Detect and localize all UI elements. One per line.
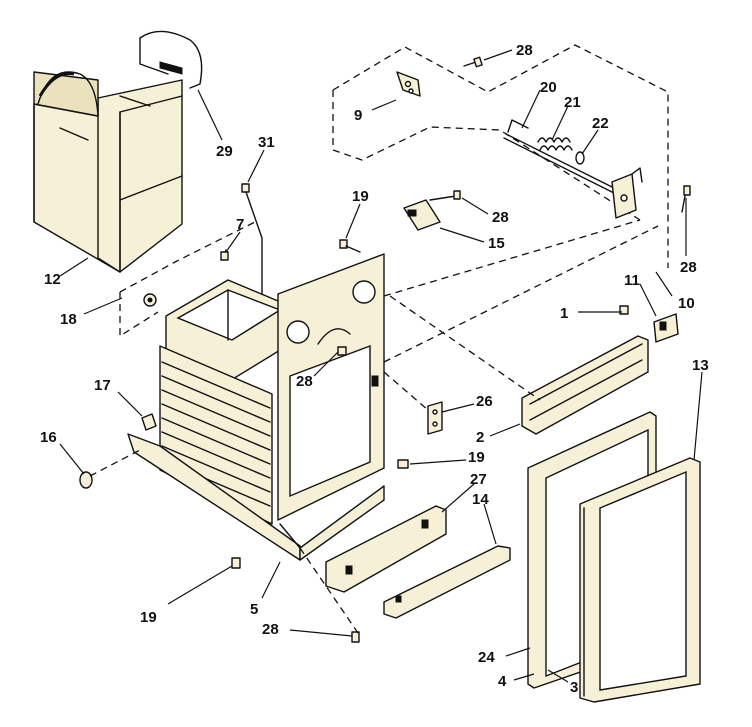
callout-28: 28: [296, 373, 313, 390]
callout-21: 21: [564, 94, 581, 111]
callout-28: 28: [262, 621, 279, 638]
callout-19: 19: [468, 449, 485, 466]
screw-part-7: [220, 249, 229, 261]
callout-13: 13: [692, 357, 709, 374]
screw-part-28-right: [681, 185, 691, 213]
callout-1: 1: [560, 305, 568, 322]
callout-12: 12: [44, 271, 61, 288]
bag-handle-part-29: [38, 30, 203, 97]
callout-14: 14: [472, 491, 489, 508]
callout-20: 20: [540, 79, 557, 96]
screw-part-19-top: [339, 239, 361, 253]
callout-15: 15: [488, 235, 505, 252]
callout-5: 5: [250, 601, 258, 618]
screw-part-28-mid: [337, 346, 347, 356]
callout-3: 3: [570, 679, 578, 696]
callout-16: 16: [40, 429, 57, 446]
screw-part-28-bottom: [351, 631, 360, 643]
callout-29: 29: [216, 143, 233, 160]
latch-assembly-outline: [332, 44, 669, 268]
cabinet-frame: [127, 253, 385, 561]
callout-4: 4: [498, 673, 507, 690]
latch-bracket-part-9: [396, 71, 421, 97]
callout-7: 7: [236, 216, 244, 233]
screw-part-19-bottom: [231, 557, 241, 569]
callout-31: 31: [258, 134, 275, 151]
callout-17: 17: [94, 377, 111, 394]
spring-part-21: [537, 137, 573, 151]
screw-part-31: [241, 183, 263, 299]
callout-19: 19: [352, 188, 369, 205]
trash-bag-part-12: [33, 71, 183, 273]
washer-part-22: [575, 151, 585, 165]
screw-part-1: [619, 305, 629, 315]
callout-11: 11: [624, 272, 640, 289]
bumper-part-18: [143, 293, 157, 307]
nut-part-17: [141, 413, 157, 431]
latch-plate: [611, 167, 643, 219]
callout-9: 9: [354, 107, 362, 124]
callout-arrows: [59, 49, 703, 683]
drawer-handle-part-14: [383, 545, 511, 619]
screw-part-19-mid: [397, 459, 409, 469]
callout-28: 28: [680, 259, 697, 276]
catch-part-11: [653, 313, 679, 343]
drawer-bottom-track-part-27: [325, 505, 447, 593]
callout-26: 26: [476, 393, 493, 410]
alignment-lines: [299, 219, 659, 637]
callout-19: 19: [140, 609, 157, 626]
callout-28: 28: [492, 209, 509, 226]
callout-27: 27: [470, 471, 487, 488]
callout-28: 28: [516, 42, 533, 59]
door-rail-part-2: [521, 335, 649, 435]
callout-labels: 28 9 20 21 22 29 31 19 28 15 7 28 12 18 …: [40, 42, 709, 696]
callout-18: 18: [60, 311, 77, 328]
callout-10: 10: [678, 295, 695, 312]
door-frame-part-13: [579, 457, 701, 703]
bracket-outline-left: [119, 221, 256, 338]
hinge-part-26: [427, 401, 443, 435]
clip-part-15: [403, 190, 461, 231]
screw-part-28-top: [463, 56, 483, 68]
callout-24: 24: [478, 649, 495, 666]
leveling-foot-part-16: [79, 449, 141, 489]
callout-2: 2: [476, 429, 484, 446]
callout-22: 22: [592, 115, 609, 132]
